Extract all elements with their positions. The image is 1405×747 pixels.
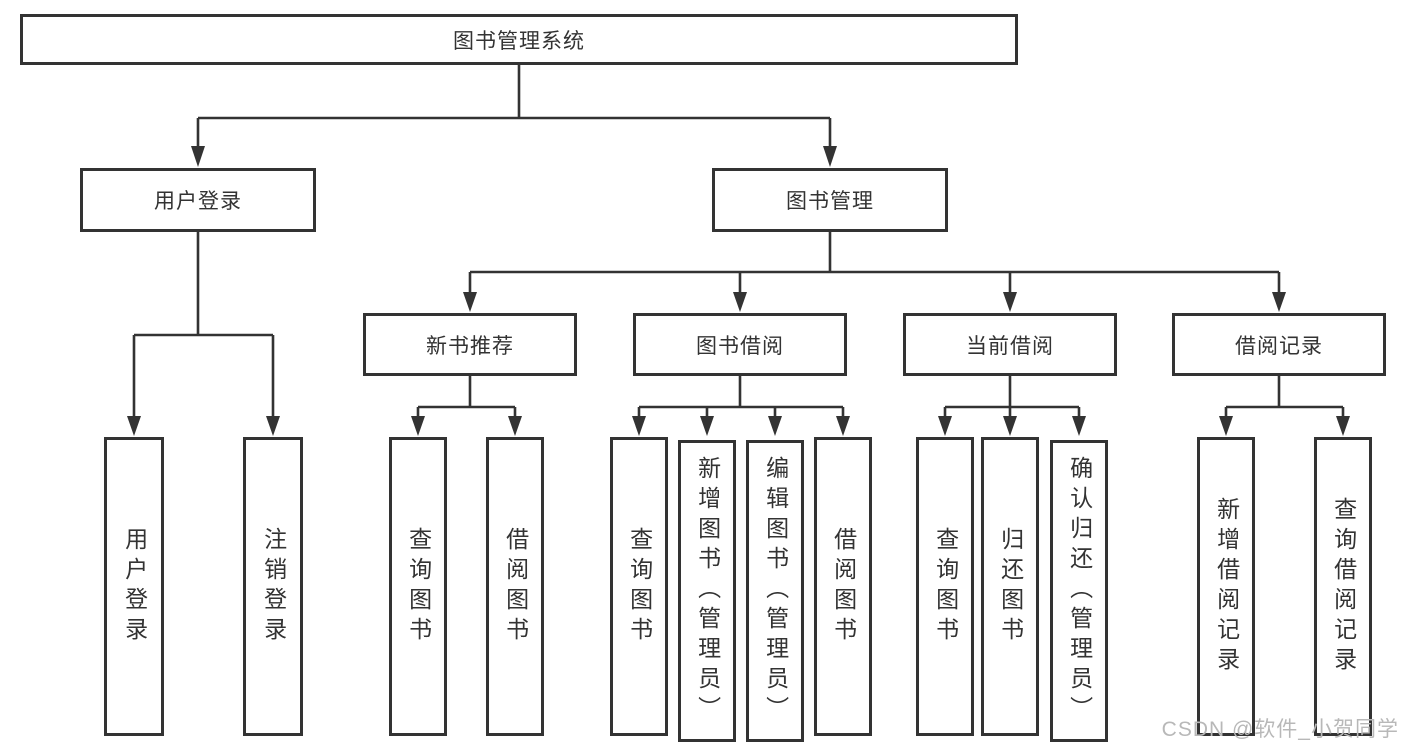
node-bb-borrow-book-label: 借阅图书 xyxy=(830,526,857,647)
node-bb-add-book: 新增图书（管理员） xyxy=(678,440,736,742)
connector-book-borrow-to-leaves xyxy=(632,376,850,436)
node-cb-query-book: 查询图书 xyxy=(916,437,974,736)
connector-user-login-to-leaves xyxy=(127,232,280,436)
csdn-watermark: CSDN @软件_小贺同学 xyxy=(1161,718,1399,741)
node-root: 图书管理系统 xyxy=(20,14,1018,65)
node-current-borrow-label: 当前借阅 xyxy=(966,334,1054,358)
node-br-add-record: 新增借阅记录 xyxy=(1197,437,1255,736)
node-bb-add-book-label: 新增图书（管理员） xyxy=(694,456,721,726)
node-leaf-user-login-label: 用户登录 xyxy=(121,526,148,647)
node-book-borrow-label: 图书借阅 xyxy=(696,334,784,358)
node-user-login-label: 用户登录 xyxy=(154,190,242,213)
node-cb-confirm-return-label: 确认归还（管理员） xyxy=(1066,456,1093,726)
node-cb-confirm-return: 确认归还（管理员） xyxy=(1050,440,1108,742)
node-leaf-logout: 注销登录 xyxy=(243,437,303,736)
node-user-login: 用户登录 xyxy=(80,168,316,232)
node-borrow-record-label: 借阅记录 xyxy=(1235,334,1323,358)
node-new-book-rec: 新书推荐 xyxy=(363,313,577,376)
node-book-mgmt: 图书管理 xyxy=(712,168,948,232)
connector-borrow-record-to-leaves xyxy=(1219,376,1350,436)
node-root-label: 图书管理系统 xyxy=(453,29,585,53)
node-new-book-rec-label: 新书推荐 xyxy=(426,334,514,358)
node-book-mgmt-label: 图书管理 xyxy=(786,190,874,213)
node-bb-query-book: 查询图书 xyxy=(610,437,668,736)
node-leaf-logout-label: 注销登录 xyxy=(260,526,287,647)
connector-root-to-level2 xyxy=(191,65,837,167)
node-book-borrow: 图书借阅 xyxy=(633,313,847,376)
node-br-query-record-label: 查询借阅记录 xyxy=(1330,496,1357,677)
node-cb-return-book: 归还图书 xyxy=(981,437,1039,736)
node-leaf-user-login: 用户登录 xyxy=(104,437,164,736)
node-rec-query-book: 查询图书 xyxy=(389,437,447,736)
node-bb-borrow-book: 借阅图书 xyxy=(814,437,872,736)
node-bb-edit-book-label: 编辑图书（管理员） xyxy=(762,456,789,726)
node-bb-edit-book: 编辑图书（管理员） xyxy=(746,440,804,742)
node-cb-query-book-label: 查询图书 xyxy=(932,526,959,647)
connector-book-mgmt-to-level3 xyxy=(463,232,1286,312)
node-bb-query-book-label: 查询图书 xyxy=(626,526,653,647)
node-borrow-record: 借阅记录 xyxy=(1172,313,1386,376)
node-cb-return-book-label: 归还图书 xyxy=(997,526,1024,647)
node-br-query-record: 查询借阅记录 xyxy=(1314,437,1372,736)
node-rec-borrow-book: 借阅图书 xyxy=(486,437,544,736)
connector-current-borrow-to-leaves xyxy=(938,376,1086,436)
node-current-borrow: 当前借阅 xyxy=(903,313,1117,376)
node-rec-borrow-book-label: 借阅图书 xyxy=(502,526,529,647)
node-rec-query-book-label: 查询图书 xyxy=(405,526,432,647)
connector-new-book-rec-to-leaves xyxy=(411,376,522,436)
node-br-add-record-label: 新增借阅记录 xyxy=(1213,496,1240,677)
